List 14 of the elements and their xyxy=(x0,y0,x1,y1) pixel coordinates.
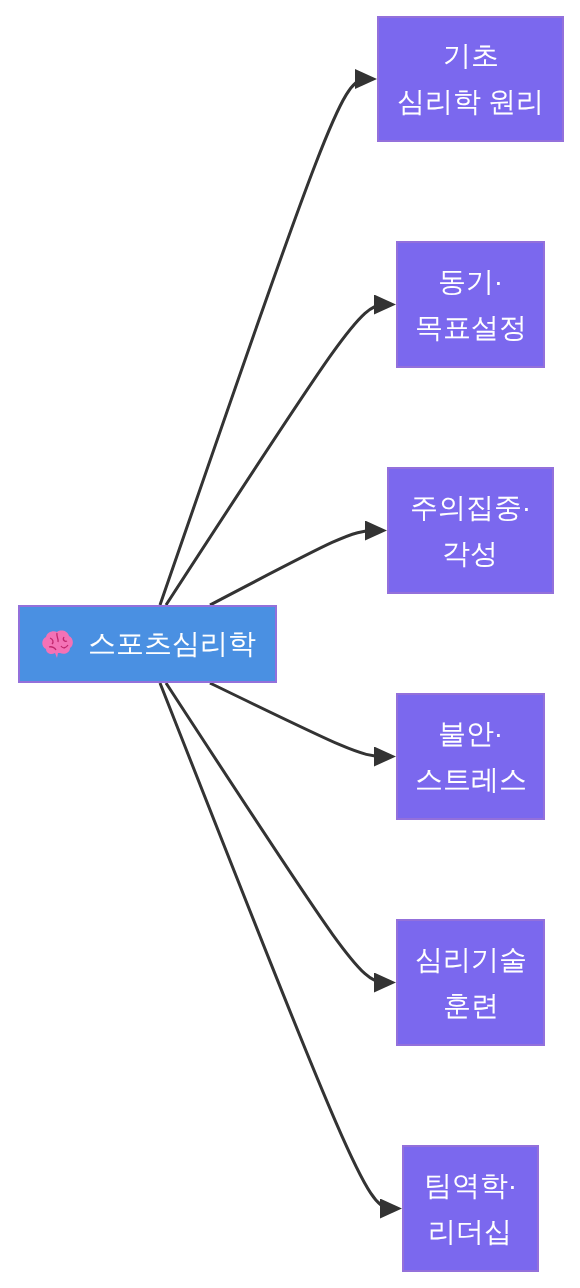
subtopic-box: 심리기술 훈련 xyxy=(396,919,545,1046)
subtopic-box: 주의집중· 각성 xyxy=(387,467,554,594)
topic-label: 스포츠심리학 xyxy=(87,627,256,661)
arrow xyxy=(164,295,396,606)
topic-box xyxy=(18,605,277,683)
arrow xyxy=(158,682,402,1217)
subtopic-box: 동기· 목표설정 xyxy=(396,241,545,368)
subtopic-box: 불안· 스트레스 xyxy=(396,693,545,820)
subtopic-box: 팀역학· 리더십 xyxy=(402,1145,539,1272)
arrow xyxy=(158,71,377,606)
arrow xyxy=(209,520,387,607)
subtopic-box: 기초 심리학 원리 xyxy=(377,16,564,142)
arrow xyxy=(164,682,396,992)
arrow xyxy=(209,681,396,767)
